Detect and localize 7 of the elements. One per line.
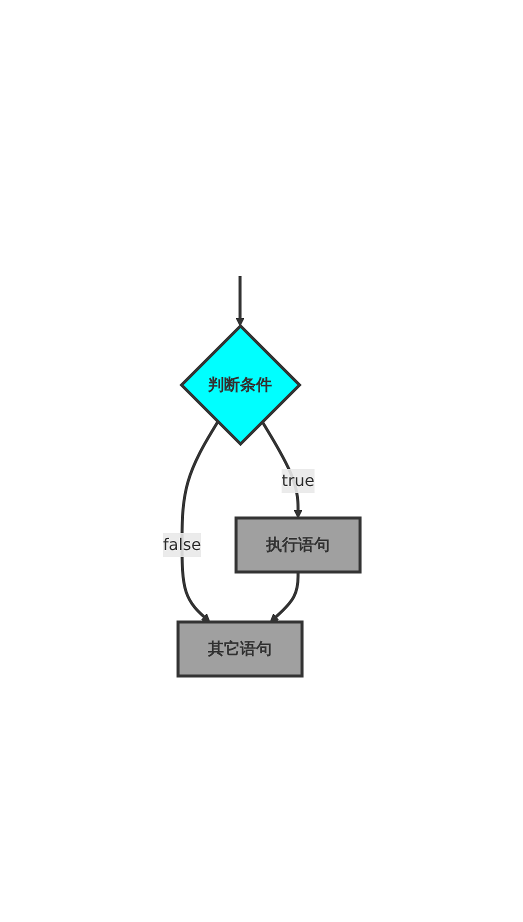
edge-label: true: [282, 471, 314, 490]
arrow: [270, 572, 300, 622]
node-diamond: 判断条件: [179, 324, 302, 446]
node-box: 其它语句: [176, 620, 304, 678]
arrow: [236, 276, 244, 326]
edge-label: false: [162, 535, 202, 554]
arrow: [180, 421, 220, 622]
